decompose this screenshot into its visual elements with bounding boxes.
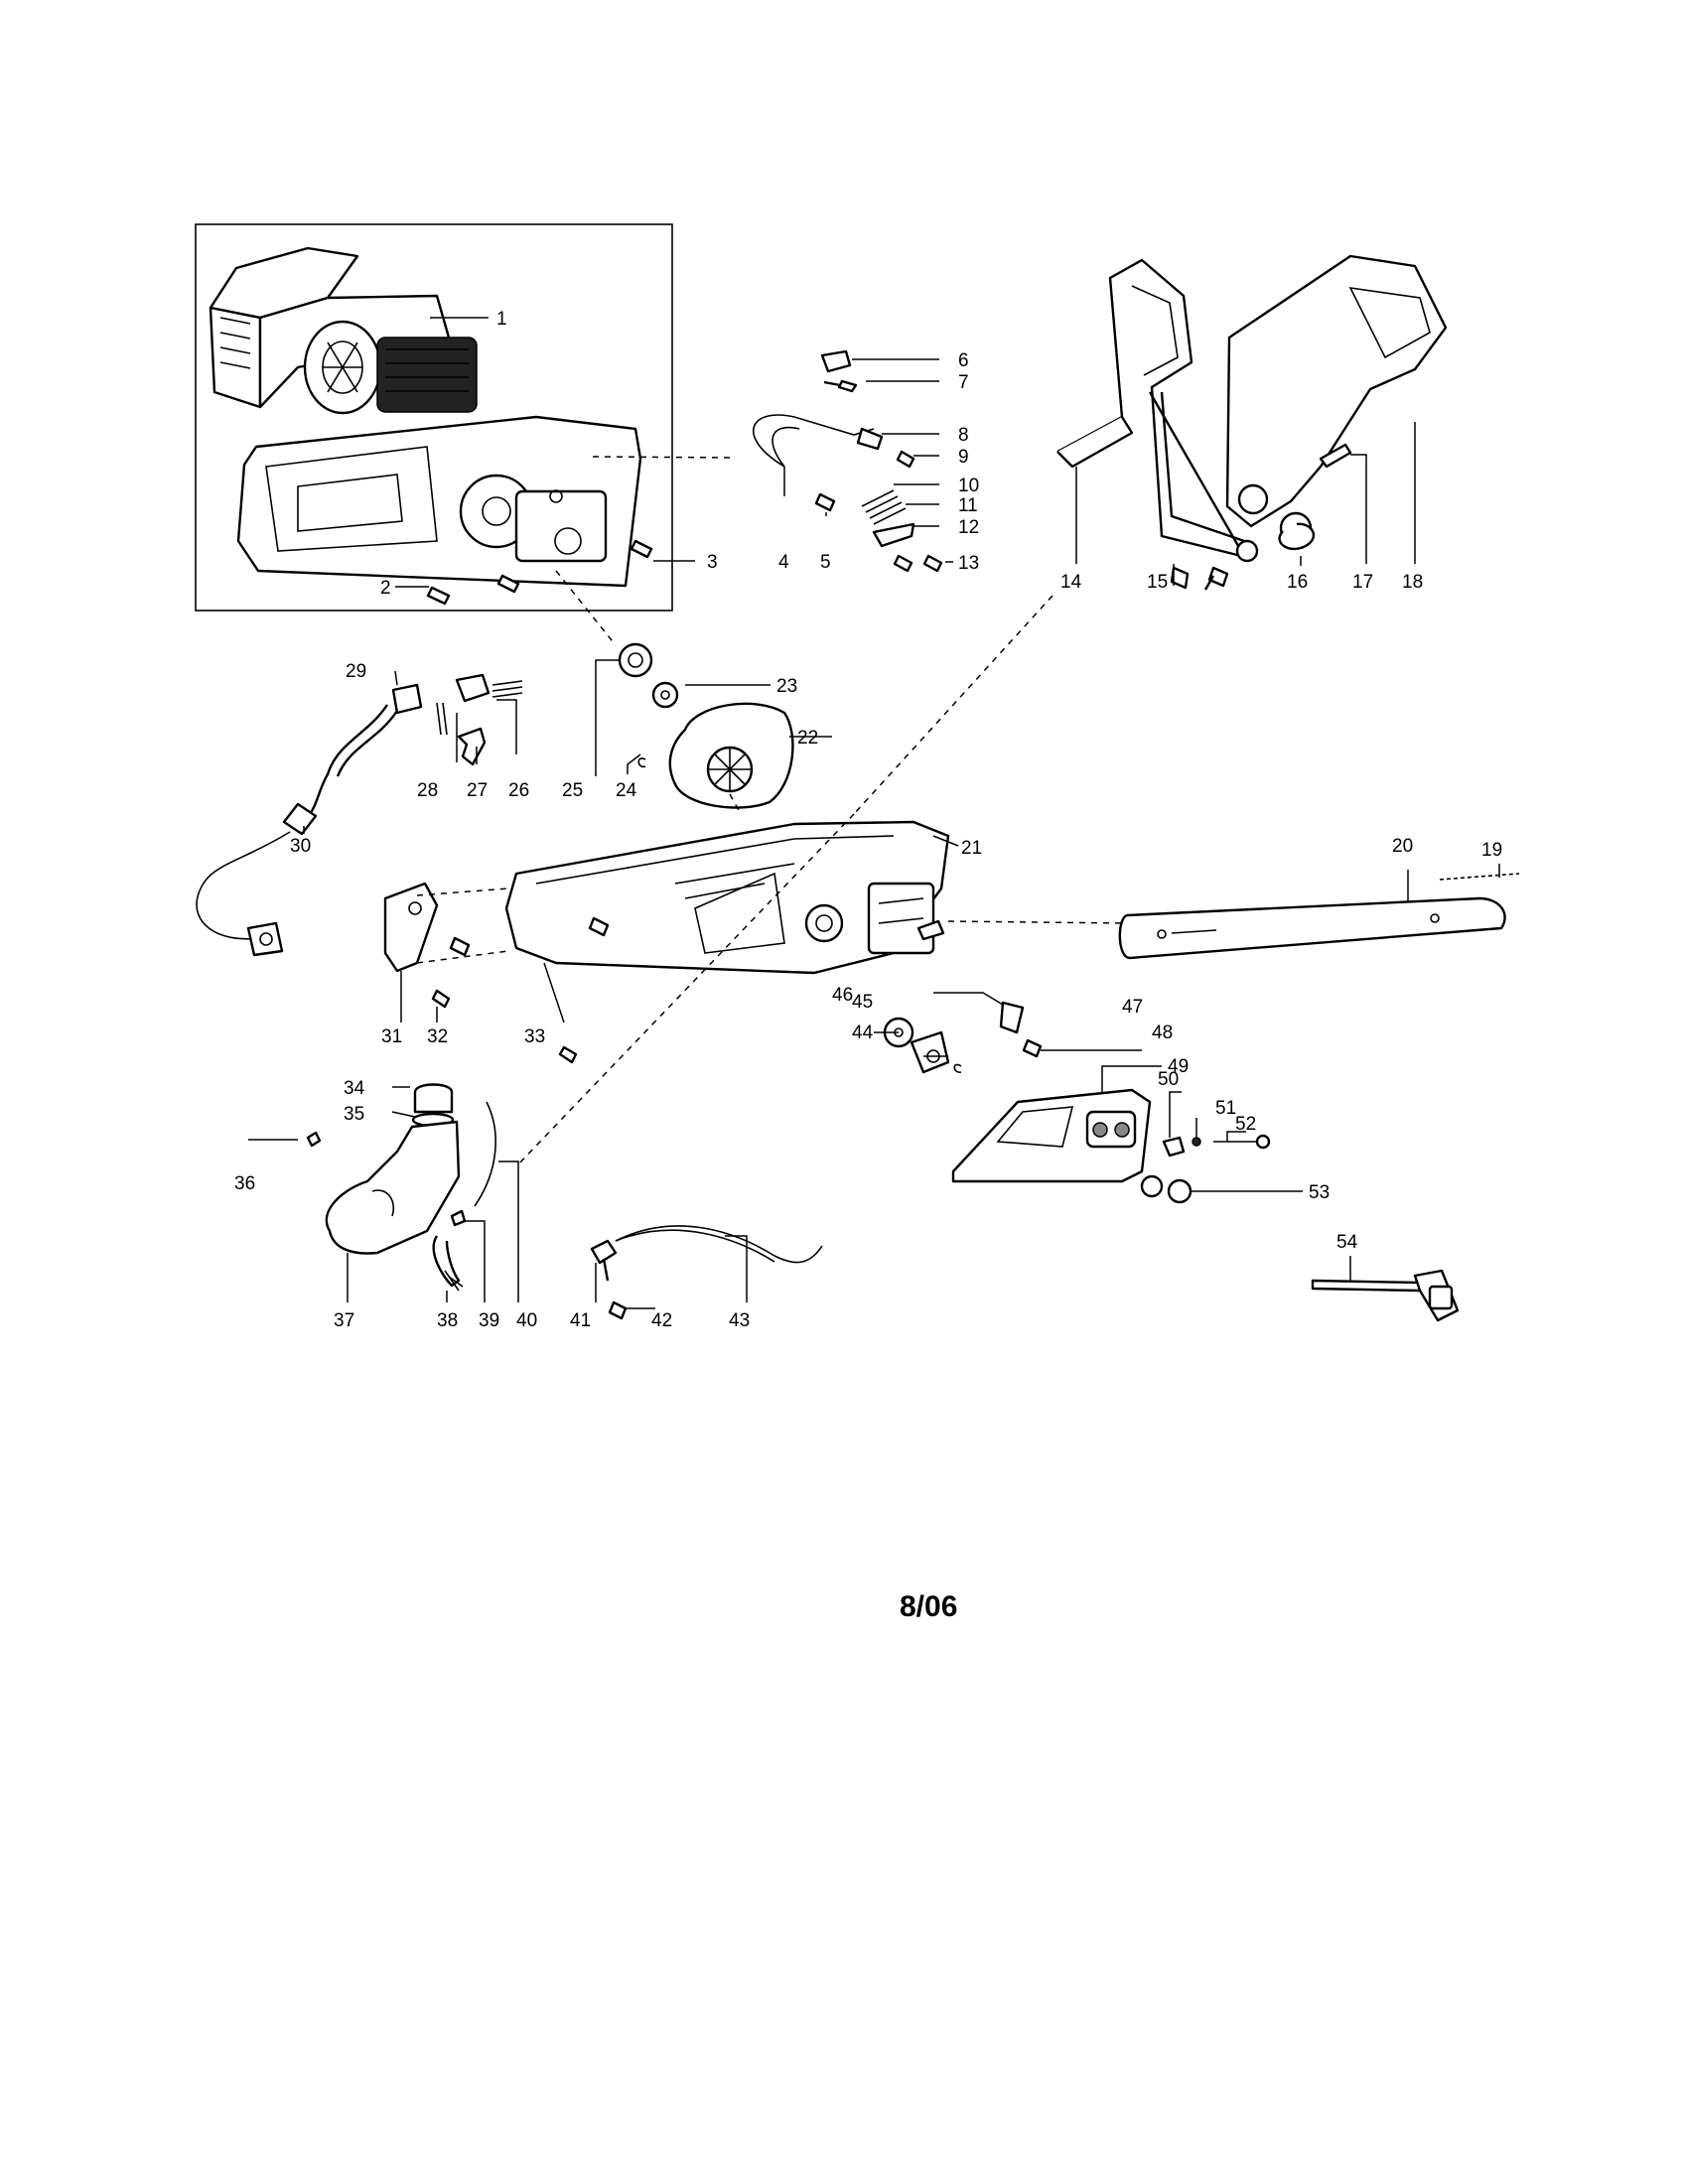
bar-chain-drawing (1118, 873, 1520, 960)
oil-tank-drawing (306, 1083, 496, 1292)
part-label-9: 9 (958, 447, 969, 468)
part-label-25: 25 (562, 780, 583, 801)
part-label-14: 14 (1060, 572, 1082, 593)
part-label-24: 24 (616, 780, 637, 801)
part-label-6: 6 (958, 350, 969, 371)
part-label-28: 28 (417, 780, 438, 801)
part-label-1: 1 (496, 309, 507, 330)
cover-drawing (883, 1001, 1271, 1204)
part-label-17: 17 (1352, 572, 1373, 593)
part-label-34: 34 (344, 1078, 365, 1099)
part-label-22: 22 (797, 728, 818, 749)
part-label-20: 20 (1392, 836, 1413, 857)
part-label-50: 50 (1158, 1069, 1179, 1090)
part-label-29: 29 (346, 661, 366, 682)
part-label-19: 19 (1481, 840, 1502, 861)
leader-lines (248, 317, 1500, 1309)
assembly-lines (416, 456, 1128, 1167)
part-label-45: 45 (852, 992, 873, 1013)
switch-cord-drawing (196, 673, 523, 957)
part-label-51: 51 (1215, 1098, 1236, 1119)
part-label-26: 26 (508, 780, 529, 801)
part-label-43: 43 (729, 1310, 750, 1331)
part-label-32: 32 (427, 1026, 448, 1047)
sprocket-drawing (618, 642, 794, 809)
handles-drawing (1056, 254, 1448, 591)
part-label-42: 42 (651, 1310, 672, 1331)
part-label-35: 35 (344, 1104, 364, 1125)
part-label-3: 3 (707, 552, 718, 573)
part-labels: 1 2 3 4 5 6 7 8 9 10 11 12 13 14 15 16 1… (234, 309, 1502, 1331)
revision-date: 8/06 (900, 1590, 957, 1623)
part-label-4: 4 (778, 552, 789, 573)
part-label-8: 8 (958, 425, 969, 446)
part-label-7: 7 (958, 372, 969, 393)
part-label-49: 49 (1168, 1056, 1189, 1077)
part-label-5: 5 (820, 552, 831, 573)
part-label-10: 10 (958, 476, 979, 496)
part-label-40: 40 (516, 1310, 537, 1331)
part-label-54: 54 (1336, 1232, 1358, 1253)
part-label-47: 47 (1122, 997, 1143, 1018)
part-label-13: 13 (958, 553, 979, 574)
part-label-15: 15 (1147, 572, 1168, 593)
motor-housing-drawing (209, 246, 653, 606)
part-label-33: 33 (524, 1026, 545, 1047)
wrench-drawing (1311, 1269, 1460, 1322)
part-label-46: 46 (832, 985, 853, 1006)
part-label-37: 37 (334, 1310, 354, 1331)
part-label-39: 39 (479, 1310, 499, 1331)
part-label-53: 53 (1309, 1182, 1330, 1203)
part-label-11: 11 (958, 495, 978, 516)
motor-inset-frame (195, 223, 673, 612)
switch-parts-drawing (753, 349, 943, 573)
part-label-30: 30 (290, 836, 311, 857)
part-label-21: 21 (961, 838, 982, 859)
part-label-27: 27 (467, 780, 488, 801)
part-label-23: 23 (776, 676, 797, 697)
part-label-52: 52 (1235, 1114, 1256, 1135)
part-label-18: 18 (1402, 572, 1423, 593)
part-label-12: 12 (958, 517, 979, 538)
part-label-16: 16 (1287, 572, 1308, 593)
oil-line-drawing (590, 1225, 823, 1320)
part-label-36: 36 (234, 1173, 255, 1194)
main-housing-drawing (383, 820, 950, 1064)
part-label-48: 48 (1152, 1023, 1173, 1043)
part-label-41: 41 (570, 1310, 591, 1331)
part-label-2: 2 (380, 578, 391, 599)
part-label-38: 38 (437, 1310, 458, 1331)
part-label-44: 44 (852, 1023, 874, 1043)
part-label-31: 31 (381, 1026, 402, 1047)
